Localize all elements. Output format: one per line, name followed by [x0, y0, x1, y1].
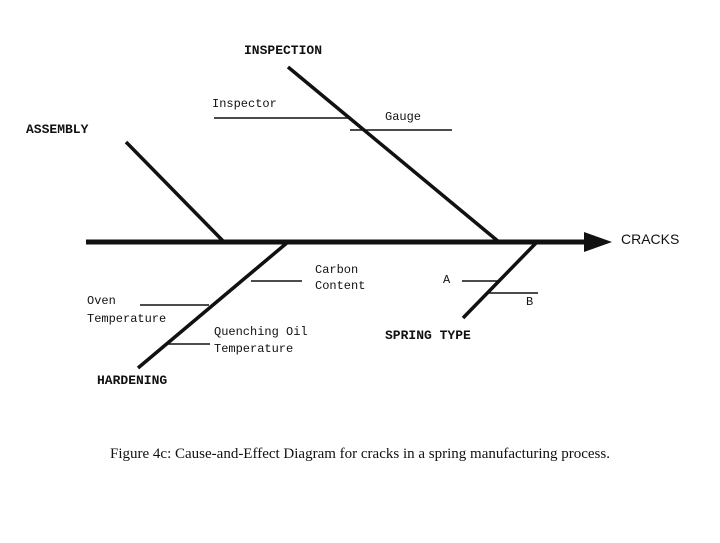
bone-spring-type — [461, 240, 539, 320]
cause-inspector-label: Inspector — [212, 97, 277, 111]
cause-gauge-label: Gauge — [385, 110, 421, 124]
cause-quenching-label-line1: Quenching Oil — [214, 325, 308, 339]
spine-arrowhead — [584, 232, 612, 252]
cause-type-b-label: B — [526, 295, 533, 309]
category-assembly-label: ASSEMBLY — [26, 122, 89, 137]
figure-caption: Figure 4c: Cause-and-Effect Diagram for … — [110, 446, 610, 462]
category-inspection-label: INSPECTION — [244, 43, 322, 58]
cause-carbon-label-line2: Content — [315, 279, 365, 293]
bone-inspection — [286, 65, 501, 244]
category-spring-type-label: SPRING TYPE — [385, 328, 471, 343]
cause-oven-label-line2: Temperature — [87, 312, 166, 326]
cause-carbon-label-line1: Carbon — [315, 263, 358, 277]
cause-quenching-label-line2: Temperature — [214, 342, 293, 356]
bone-assembly — [124, 140, 226, 244]
cause-oven-label-line1: Oven — [87, 294, 116, 308]
cause-type-a-label: A — [443, 273, 451, 287]
category-hardening-label: HARDENING — [97, 373, 167, 388]
effect-label: CRACKS — [621, 231, 679, 247]
bone-hardening — [136, 240, 290, 370]
